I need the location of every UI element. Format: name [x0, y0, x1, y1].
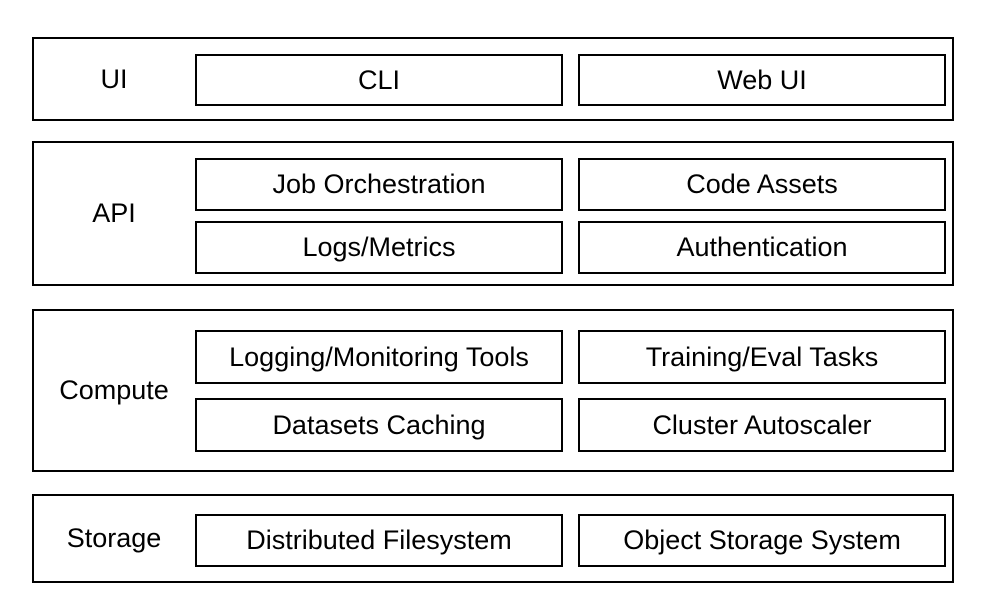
box-authentication: Authentication — [578, 221, 946, 274]
layer-storage: Storage Distributed Filesystem Object St… — [32, 494, 954, 583]
box-web-ui: Web UI — [578, 54, 946, 106]
layer-label-compute: Compute — [59, 375, 169, 405]
box-cluster-autoscaler: Cluster Autoscaler — [578, 398, 946, 452]
box-logs-metrics: Logs/Metrics — [195, 221, 563, 274]
layer-ui: UI CLI Web UI — [32, 37, 954, 121]
box-cli: CLI — [195, 54, 563, 106]
layer-label-storage: Storage — [66, 523, 162, 553]
layer-api: API Job Orchestration Code Assets Logs/M… — [32, 141, 954, 286]
layer-compute: Compute Logging/Monitoring Tools Trainin… — [32, 309, 954, 472]
box-code-assets: Code Assets — [578, 158, 946, 211]
layer-label-ui: UI — [100, 63, 128, 94]
box-distributed-filesystem: Distributed Filesystem — [195, 514, 563, 567]
layer-label-api: API — [92, 198, 136, 228]
box-training-eval-tasks: Training/Eval Tasks — [578, 330, 946, 384]
box-datasets-caching: Datasets Caching — [195, 398, 563, 452]
box-job-orchestration: Job Orchestration — [195, 158, 563, 211]
box-object-storage-system: Object Storage System — [578, 514, 946, 567]
box-logging-monitoring-tools: Logging/Monitoring Tools — [195, 330, 563, 384]
